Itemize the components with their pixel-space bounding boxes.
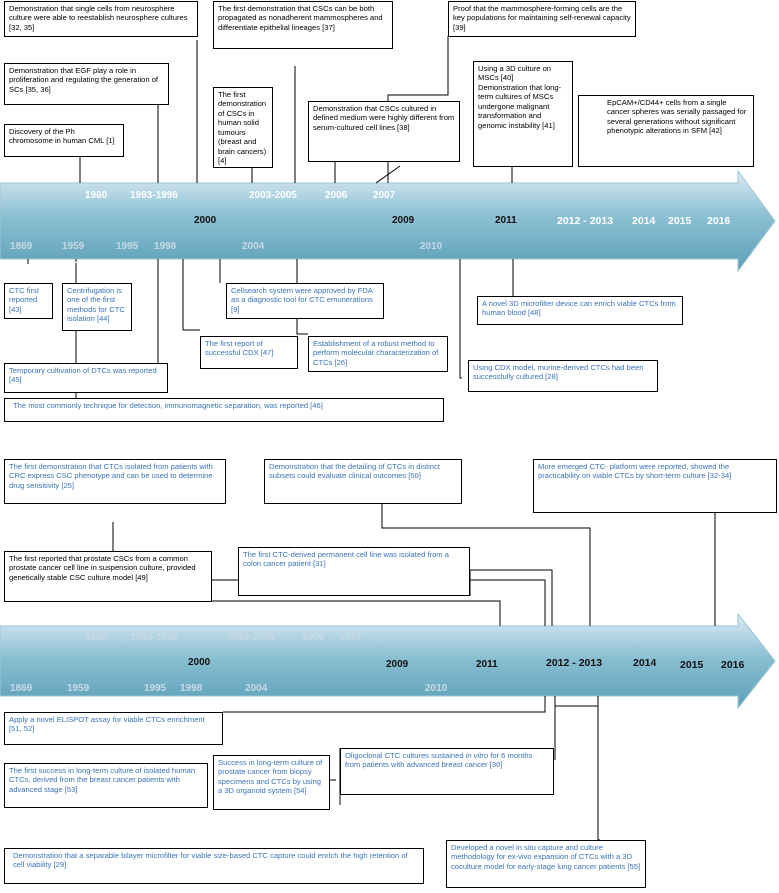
year-label: 1959 <box>67 683 90 694</box>
year-label: 1960 <box>85 632 108 643</box>
year-label: 2011 <box>476 659 498 670</box>
year-label: 2014 <box>633 657 657 669</box>
year-label: 2012 - 2013 <box>557 215 614 227</box>
year-label: 2016 <box>721 659 745 671</box>
year-label: 2010 <box>425 683 448 694</box>
ctc-event-box: CTC first reported [43] <box>4 283 53 319</box>
event-box: Oligoclonal CTC cultures sustained in vi… <box>340 748 554 795</box>
year-label: 1995 <box>144 683 167 694</box>
year-label: 2004 <box>242 241 265 252</box>
event-box: Developed a novel in situ capture and cu… <box>446 840 646 888</box>
year-label: 2000 <box>188 657 211 668</box>
year-label: 1998 <box>154 241 177 252</box>
year-label: 2003-2005 <box>249 190 297 201</box>
csc-event-box: Demonstration that CSCs cultured in defi… <box>308 101 460 162</box>
year-label: 2011 <box>495 215 517 226</box>
ctc-event-box: A novel 3D microfilter device can enrich… <box>477 296 683 325</box>
oligoclonal-text-post: for 6 months from patients with advanced… <box>345 751 533 770</box>
year-label: 2006 <box>302 632 325 643</box>
year-label: 2015 <box>680 659 704 671</box>
msc-3d-culture-text: Using a 3D culture on MSCs [40] <box>478 64 552 83</box>
year-label: 1995 <box>116 241 139 252</box>
year-label: 2004 <box>245 683 268 694</box>
year-label: 1993-1996 <box>130 632 178 643</box>
csc-event-box: Proof that the mammosphere-forming cells… <box>448 1 636 37</box>
year-label: 1998 <box>180 683 203 694</box>
event-box: The first CTC-derived permanent cell lin… <box>238 547 470 596</box>
csc-event-box: Demonstration that single cells from neu… <box>4 1 198 37</box>
year-label: 1869 <box>10 683 33 694</box>
msc-transformation-text: Demonstration that long-term cultures of… <box>478 82 562 130</box>
year-label: 2009 <box>392 215 415 226</box>
year-label: 1959 <box>62 241 85 252</box>
timeline-arrow-top <box>0 169 776 273</box>
ctc-event-box: Centrifugation is one of the first metho… <box>62 283 132 331</box>
csc-event-box: The first demonstration that CSCs can be… <box>213 1 393 49</box>
year-label: 1993-1996 <box>130 190 178 201</box>
year-label: 2009 <box>386 659 409 670</box>
year-label: 2016 <box>707 215 731 227</box>
ctc-event-box: Cellsearch system were approved by FDA a… <box>226 283 384 319</box>
year-label: 2007 <box>340 632 363 643</box>
csc-event-box: Discovery of the Ph chromosome in human … <box>4 124 124 157</box>
event-box: The first demonstration that CTCs isolat… <box>4 459 226 504</box>
csc-event-box: The first demonstration of CSCs in human… <box>213 87 273 168</box>
year-label: 2014 <box>632 215 656 227</box>
csc-event-box: Demonstration that EGF play a role in pr… <box>4 63 169 105</box>
year-label: 2010 <box>420 241 443 252</box>
ctc-event-box: Using CDX model, murine-derived CTCs had… <box>468 360 658 392</box>
event-box: The first reported that prostate CSCs fr… <box>4 551 212 602</box>
csc-event-box: EpCAM+/CD44+ cells from a single cancer … <box>578 95 754 167</box>
year-label: 2003-2005 <box>227 632 275 643</box>
event-box: Success in long-term culture of prostate… <box>213 755 330 810</box>
year-label: 1869 <box>10 241 33 252</box>
ctc-event-box: Establishment of a robust method to perf… <box>308 336 448 372</box>
year-label: 2012 - 2013 <box>546 657 603 669</box>
event-box: Demonstration that a separable bilayer m… <box>4 848 424 884</box>
oligoclonal-text-italic: in vitro <box>465 751 489 760</box>
year-label: 2015 <box>668 215 692 227</box>
timeline-arrow-bottom <box>0 612 776 710</box>
event-box: Demonstration that the detailing of CTCs… <box>264 459 462 504</box>
top-upper-connectors <box>79 36 513 184</box>
ctc-event-box: The first report of successful CDX [47] <box>200 336 298 369</box>
event-box: Apply a novel ELISPOT assay for viable C… <box>4 712 223 745</box>
year-label: 2006 <box>325 190 348 201</box>
event-box: More emerged CTC- platform were reported… <box>533 459 777 513</box>
year-label: 2000 <box>194 215 217 226</box>
ctc-event-box: Temporary cultivation of DTCs was report… <box>4 363 168 393</box>
ctc-event-box: The most commonly technique for detectio… <box>4 398 444 422</box>
year-label: 2007 <box>373 190 396 201</box>
year-label: 1960 <box>85 190 108 201</box>
csc-event-box: Using a 3D culture on MSCs [40] Demonstr… <box>473 61 573 167</box>
oligoclonal-text-pre: Oligoclonal CTC cultures sustained <box>345 751 466 760</box>
event-box: The first success in long-term culture o… <box>4 763 208 808</box>
